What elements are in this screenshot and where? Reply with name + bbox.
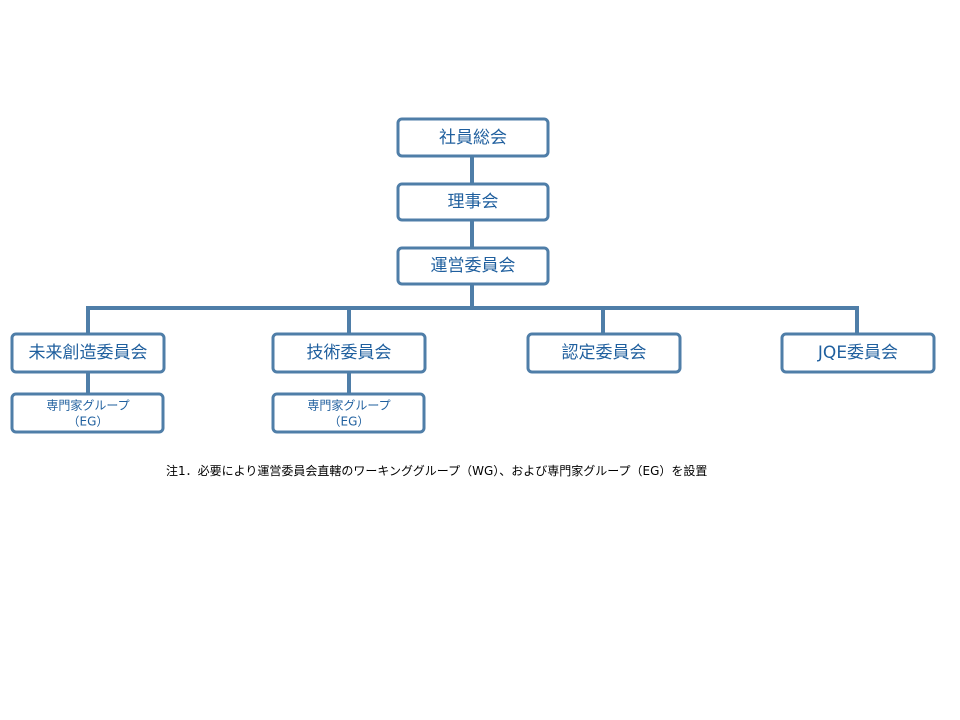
connector-lines [86, 156, 859, 394]
node-future-committee: 未来創造委員会 [10, 332, 166, 374]
node-eg-technical-line1: 専門家グループ [307, 398, 390, 413]
node-board-label: 理事会 [448, 192, 499, 212]
node-board: 理事会 [396, 182, 550, 222]
node-steering-committee-label: 運営委員会 [431, 256, 516, 276]
node-eg-future-line1: 専門家グループ [46, 398, 129, 413]
node-eg-future: 専門家グループ （EG） [10, 392, 165, 434]
node-general-assembly-label: 社員総会 [439, 128, 507, 148]
node-certification-committee-label: 認定委員会 [562, 343, 647, 363]
node-technical-committee: 技術委員会 [271, 332, 427, 374]
node-jqe-committee-label: JQE委員会 [817, 343, 898, 363]
footnote: 注1．必要により運営委員会直轄のワーキンググループ（WG）、および専門家グループ… [166, 464, 708, 478]
node-technical-committee-label: 技術委員会 [307, 343, 392, 363]
node-steering-committee: 運営委員会 [396, 246, 550, 286]
node-general-assembly: 社員総会 [396, 117, 550, 158]
node-future-committee-label: 未来創造委員会 [29, 343, 148, 363]
node-certification-committee: 認定委員会 [526, 332, 682, 374]
node-jqe-committee: JQE委員会 [780, 332, 936, 374]
node-eg-technical-line2: （EG） [329, 415, 370, 429]
node-eg-technical: 専門家グループ （EG） [271, 392, 426, 434]
node-eg-future-line2: （EG） [68, 415, 109, 429]
